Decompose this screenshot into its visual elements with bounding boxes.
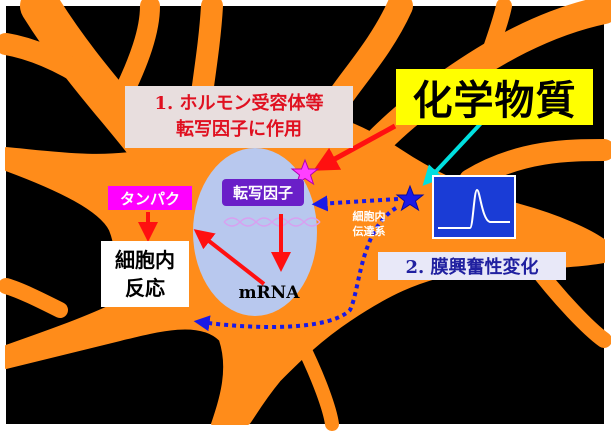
receptor-label: 1. ホルモン受容体等 転写因子に作用: [125, 86, 353, 148]
arrow-mrna-to-protein: [193, 229, 266, 286]
mrna-label: mRNA: [238, 283, 300, 303]
star-magenta-icon: [290, 158, 320, 186]
arrow-membrane-to-response: [193, 206, 398, 332]
second-messenger-label: 細胞内 伝達系: [346, 206, 392, 242]
arrow-membrane-to-tf: [311, 195, 399, 212]
second-messenger-line2: 伝達系: [352, 225, 386, 238]
chemical-label: 化学物質: [396, 69, 593, 125]
second-messenger-line1: 細胞内: [352, 210, 386, 223]
cell-response-line1: 細胞内: [115, 248, 175, 272]
receptor-label-line2: 転写因子に作用: [176, 119, 302, 140]
dna-helix-icon: [223, 217, 321, 227]
arrow-chemical-to-membrane: [422, 118, 486, 186]
arrow-chemical-to-receptor: [313, 123, 397, 171]
membrane-excitability-label: 2. 膜興奮性変化: [378, 252, 566, 280]
cell-response-label: 細胞内 反応: [101, 241, 189, 307]
transcription-factor-label: 転写因子: [222, 179, 304, 206]
cell-response-line2: 反応: [125, 276, 165, 300]
action-potential-icon: [432, 175, 516, 239]
receptor-label-line1: 1. ホルモン受容体等: [154, 93, 324, 114]
protein-label: タンパク: [108, 186, 192, 210]
star-blue-icon: [395, 184, 425, 212]
